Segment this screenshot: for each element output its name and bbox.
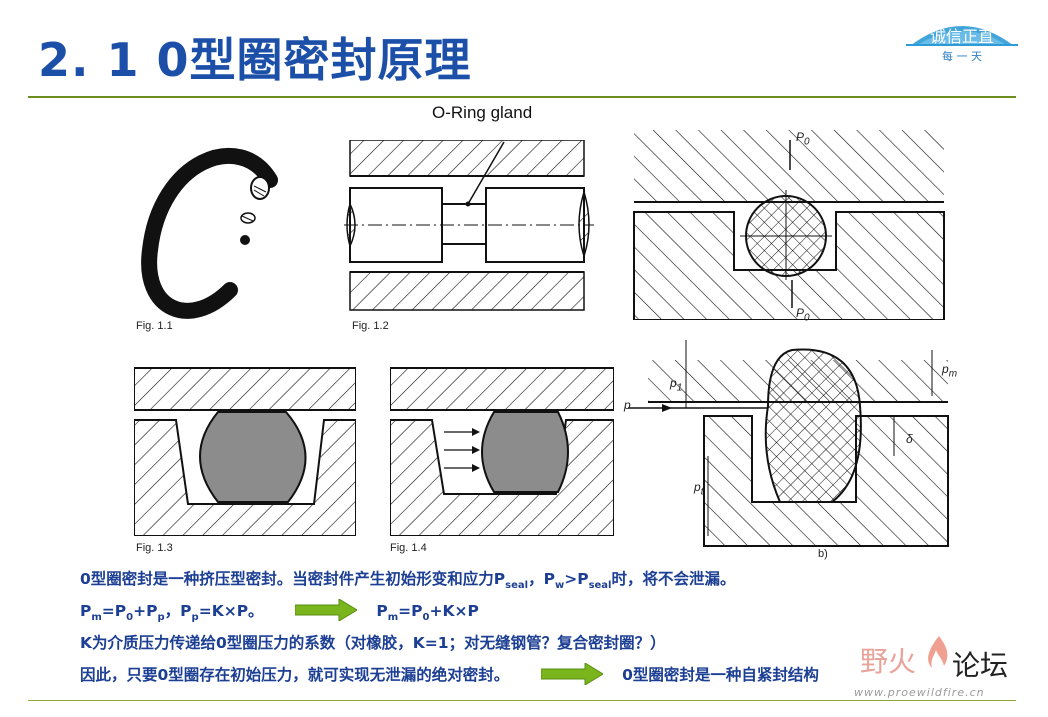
green-arrow-icon [540,662,603,685]
label-pm: pm [942,362,958,380]
footer-divider [28,700,1016,701]
label-delta: δ [906,432,913,446]
label-p1: p1 [670,376,683,394]
text-line-4: 因此，只要0型圈存在初始压力，就可实现无泄漏的绝对密封。 0型圈密封是一种自紧封… [80,662,819,687]
caption-fig-1-1: Fig. 1.1 [136,320,173,332]
fig-b-pressure-dynamic [628,340,949,547]
caption-fig-1-3: Fig. 1.3 [136,542,173,554]
logo-line1: 诚信正直 [930,27,994,46]
fig-1-3-groove [134,367,356,536]
fig-1-1-oring [141,147,278,319]
fig-1-4-groove-pressure [390,367,614,536]
company-logo: 诚信正直 每 一 天 [906,26,1018,63]
fig-pressure-static [633,130,945,320]
label-p0-bottom: P0 [796,306,810,324]
title-divider [28,96,1016,98]
logo-line2: 每 一 天 [942,49,982,63]
watermark-text-2: 论坛 [952,649,1009,682]
label-p: p [624,398,631,412]
oring-gland-label: O-Ring gland [432,103,533,122]
fig-1-2-gland [344,140,594,311]
caption-fig-1-2: Fig. 1.2 [352,320,389,332]
text-line-1: 0型圈密封是一种挤压型密封。当密封件产生初始形变和应力Pseal，Pw>Psea… [80,570,736,592]
forum-watermark: 野火 论坛 www.proewildfire.cn [840,632,1040,708]
caption-fig-1-4: Fig. 1.4 [390,542,427,554]
flame-icon [928,636,948,668]
label-pt: pt [694,480,704,498]
caption-fig-b: b) [818,548,828,560]
watermark-url: www.proewildfire.cn [854,686,985,699]
label-p0-top: P0 [796,130,810,148]
green-arrow-icon [294,598,357,621]
figure-panel: Fig. 1.1 O-Ring gland Fig. 1.2 [100,100,962,562]
watermark-text-1: 野火 [860,645,917,678]
text-line-2: Pm=P0+Pp，Pp=K×P。 Pm=P0+K×P [80,598,479,629]
slide-title: 2. 1 0型圈密封原理 [38,33,472,87]
text-line-3: K为介质压力传递给0型圈压力的系数（对橡胶，K=1；对无缝钢管？复合密封圈？） [80,634,666,652]
